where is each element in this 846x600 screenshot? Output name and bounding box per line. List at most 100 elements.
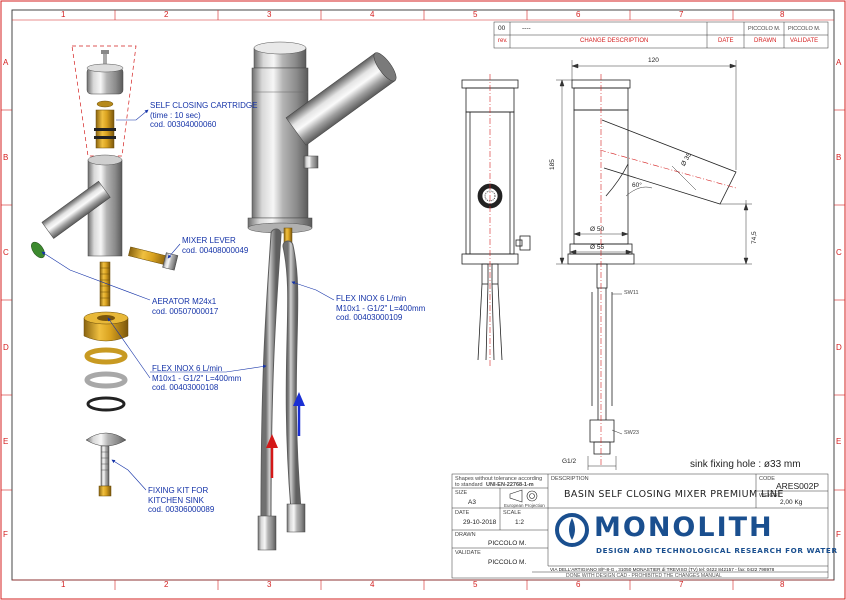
callout-line: cod. 00408000049 xyxy=(182,245,249,255)
front-view xyxy=(461,74,519,366)
dim-width: 120 xyxy=(648,57,659,64)
description-value: BASIN SELF CLOSING MIXER PREMIUM LINE xyxy=(564,489,784,500)
code-value: ARES002P xyxy=(776,481,819,491)
rev-drawn: PICCOLO M. xyxy=(748,26,781,32)
row-label: B xyxy=(836,153,842,162)
projection-note: European Projection xyxy=(504,503,545,508)
callout-flex-right: FLEX INOX 6 L/min M10x1 - G1/2" L=400mm … xyxy=(336,294,425,323)
callout-line: FLEX INOX 6 L/min xyxy=(336,294,407,303)
rev-header-rev: rev. xyxy=(498,38,508,44)
row-label: B xyxy=(3,153,9,162)
date-label: DATE xyxy=(455,510,470,516)
monolith-logo-icon xyxy=(555,513,589,547)
row-label: E xyxy=(3,437,9,446)
revision-table xyxy=(493,21,829,49)
rev-header-description: CHANGE DESCRIPTION xyxy=(580,38,649,44)
callout-line: KITCHEN SINK xyxy=(148,495,205,505)
row-label: F xyxy=(3,530,8,539)
company-address: VIA DELL'ARTIGIANO 8/F-8-G , 31050 MONAS… xyxy=(550,567,775,572)
callout-line: cod. 00507000017 xyxy=(152,306,219,316)
row-label: C xyxy=(3,248,9,257)
callout-fixing-kit: FIXING KIT FOR KITCHEN SINK cod. 0030600… xyxy=(148,486,214,515)
row-label: D xyxy=(836,343,842,352)
description-label: DESCRIPTION xyxy=(551,476,589,482)
col-label: 7 xyxy=(679,580,684,589)
validate-value: PICCOLO M. xyxy=(488,559,527,566)
col-label: 2 xyxy=(164,10,169,19)
rev-number: 00 xyxy=(498,25,506,32)
col-label: 3 xyxy=(267,580,272,589)
dim-base-diameter: Ø 55 xyxy=(590,244,605,251)
row-label: F xyxy=(836,530,841,539)
col-label: 7 xyxy=(679,10,684,19)
rev-header-drawn: DRAWN xyxy=(754,38,777,44)
row-label: A xyxy=(836,58,842,67)
weight-value: 2,00 Kg xyxy=(780,499,803,506)
rev-header-date: DATE xyxy=(718,38,734,44)
brand-tagline: DESIGN AND TECHNOLOGICAL RESEARCH FOR WA… xyxy=(596,546,838,555)
callout-line: SELF CLOSING CARTRIDGE xyxy=(150,101,258,110)
row-label: A xyxy=(3,58,9,67)
dim-sw23: SW23 xyxy=(624,430,639,436)
col-label: 4 xyxy=(370,10,375,19)
callout-aerator: AERATOR M24x1 cod. 00507000017 xyxy=(152,297,218,316)
side-view xyxy=(515,74,737,466)
col-label: 6 xyxy=(576,580,581,589)
projection-symbol-icon xyxy=(509,489,538,503)
callout-line: cod. 00403000108 xyxy=(152,383,219,392)
tolerance-note-2: to standard xyxy=(455,482,483,488)
drawn-label: DRAWN xyxy=(455,532,476,538)
dim-height: 185 xyxy=(549,159,556,170)
weight-label: WEIGHT xyxy=(759,493,781,499)
size-label: SIZE xyxy=(455,490,468,496)
dim-spout-height: 74,5 xyxy=(751,231,758,244)
col-label: 6 xyxy=(576,10,581,19)
callout-line: M10x1 - G1/2" L=400mm xyxy=(336,303,426,313)
col-label: 1 xyxy=(61,10,66,19)
drawn-value: PICCOLO M. xyxy=(488,540,527,547)
col-label: 5 xyxy=(473,580,478,589)
callout-line: cod. 00304000060 xyxy=(150,120,217,129)
scale-value: 1:2 xyxy=(515,519,525,526)
scale-label: SCALE xyxy=(503,510,522,516)
brand-name: MONOLITH xyxy=(594,512,774,543)
rev-description: ---- xyxy=(522,25,531,32)
callout-line: cod. 00403000109 xyxy=(336,313,403,322)
dim-sw11: SW11 xyxy=(624,290,639,296)
tolerance-note-1: Shapes without tolerance according xyxy=(455,476,543,482)
callout-mixer-lever: MIXER LEVER cod. 00408000049 xyxy=(182,236,248,255)
callout-line: cod. 00306000089 xyxy=(148,505,215,514)
col-label: 8 xyxy=(780,580,785,589)
tolerance-standard: UNI-EN-22768-1-m xyxy=(486,482,534,488)
size-value: A3 xyxy=(468,499,476,506)
code-label: CODE xyxy=(759,476,775,482)
col-label: 3 xyxy=(267,10,272,19)
callout-cartridge: SELF CLOSING CARTRIDGE (time : 10 sec) c… xyxy=(150,101,257,130)
dim-angle: 60° xyxy=(632,182,642,189)
callout-line: FLEX INOX 6 L/min xyxy=(152,364,223,373)
col-label: 5 xyxy=(473,10,478,19)
callout-line: MIXER LEVER xyxy=(182,236,236,245)
perspective-view xyxy=(150,41,397,551)
dim-body-diameter: Ø 50 xyxy=(590,226,605,233)
callout-flex-left: FLEX INOX 6 L/min M10x1 - G1/2" L=400mm … xyxy=(152,364,241,393)
footer-note: DONE WITH DESIGN CAD - PROHIBITED THE CH… xyxy=(566,573,722,579)
row-label: E xyxy=(836,437,842,446)
sink-hole-note: sink fixing hole : ø33 mm xyxy=(690,459,801,470)
callout-line: FIXING KIT FOR xyxy=(148,486,209,495)
col-label: 8 xyxy=(780,10,785,19)
col-label: 2 xyxy=(164,580,169,589)
dim-thread: G1/2 xyxy=(562,458,577,465)
col-label: 4 xyxy=(370,580,375,589)
col-label: 1 xyxy=(61,580,66,589)
rev-validated: PICCOLO M. xyxy=(788,26,821,32)
date-value: 29-10-2018 xyxy=(463,519,497,526)
rev-header-validated: VALIDATE xyxy=(790,38,819,44)
row-label: C xyxy=(836,248,842,257)
dimension-lines xyxy=(556,60,752,470)
callout-line: (time : 10 sec) xyxy=(150,110,201,120)
callout-line: M10x1 - G1/2" L=400mm xyxy=(152,373,242,383)
title-block-grid xyxy=(451,473,829,579)
